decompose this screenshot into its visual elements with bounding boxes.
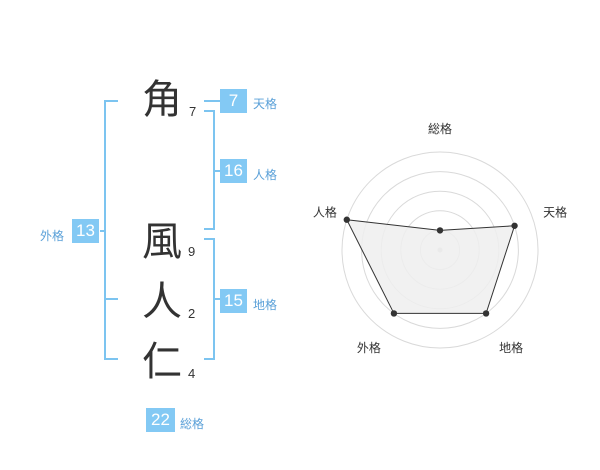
stroke-count-1: 7 (189, 104, 197, 119)
gaikaku-label: 外格 (40, 229, 65, 243)
chikaku-label: 地格 (253, 298, 278, 312)
tenkaku-label: 天格 (253, 97, 278, 111)
name-char-1: 角 (142, 77, 182, 123)
tenkaku-bracket-stub (213, 100, 220, 102)
radar-axis-label-3: 地格 (499, 340, 523, 355)
gaikaku-badge: 13 (72, 219, 99, 243)
name-char-2: 風 (142, 219, 182, 265)
name-char-4: 仁 (142, 339, 182, 385)
radar-axis-label-5: 人格 (313, 205, 337, 220)
radar-grid-ring (341, 151, 539, 349)
radar-point-4 (390, 310, 398, 317)
outer-bracket-stub (100, 230, 105, 232)
outer-bracket-top (104, 100, 118, 102)
radar-point-1 (436, 227, 444, 234)
radar-series-area (345, 219, 516, 314)
jinkaku-bracket-bottom (204, 228, 214, 230)
chikaku-bracket-top (204, 238, 214, 240)
radar-point-2 (511, 222, 518, 229)
jinkaku-bracket-top (204, 110, 214, 112)
stroke-count-4: 4 (188, 366, 196, 381)
outer-bracket-bottom (104, 358, 118, 360)
chikaku-bracket-bottom (204, 358, 214, 360)
chikaku-badge: 15 (220, 289, 247, 313)
radar-point-5 (343, 216, 350, 223)
radar-axis-label-1: 総格 (428, 121, 452, 136)
soukaku-badge: 22 (146, 408, 175, 432)
chikaku-bracket-stub (213, 298, 220, 300)
jinkaku-label: 人格 (253, 168, 278, 182)
name-char-3: 人 (142, 279, 182, 325)
outer-bracket-mid (104, 298, 118, 300)
stroke-count-3: 2 (188, 306, 196, 321)
radar-axis-label-4: 外格 (357, 340, 381, 355)
stroke-count-2: 9 (188, 244, 196, 259)
jinkaku-bracket-stub (213, 170, 220, 172)
soukaku-label: 総格 (180, 417, 205, 431)
radar-point-3 (482, 310, 490, 317)
radar-axis-label-2: 天格 (543, 205, 567, 220)
tenkaku-badge: 7 (220, 89, 247, 113)
jinkaku-badge: 16 (220, 159, 247, 183)
tenkaku-bracket-top (204, 100, 214, 102)
outer-bracket-vertical (104, 100, 106, 360)
